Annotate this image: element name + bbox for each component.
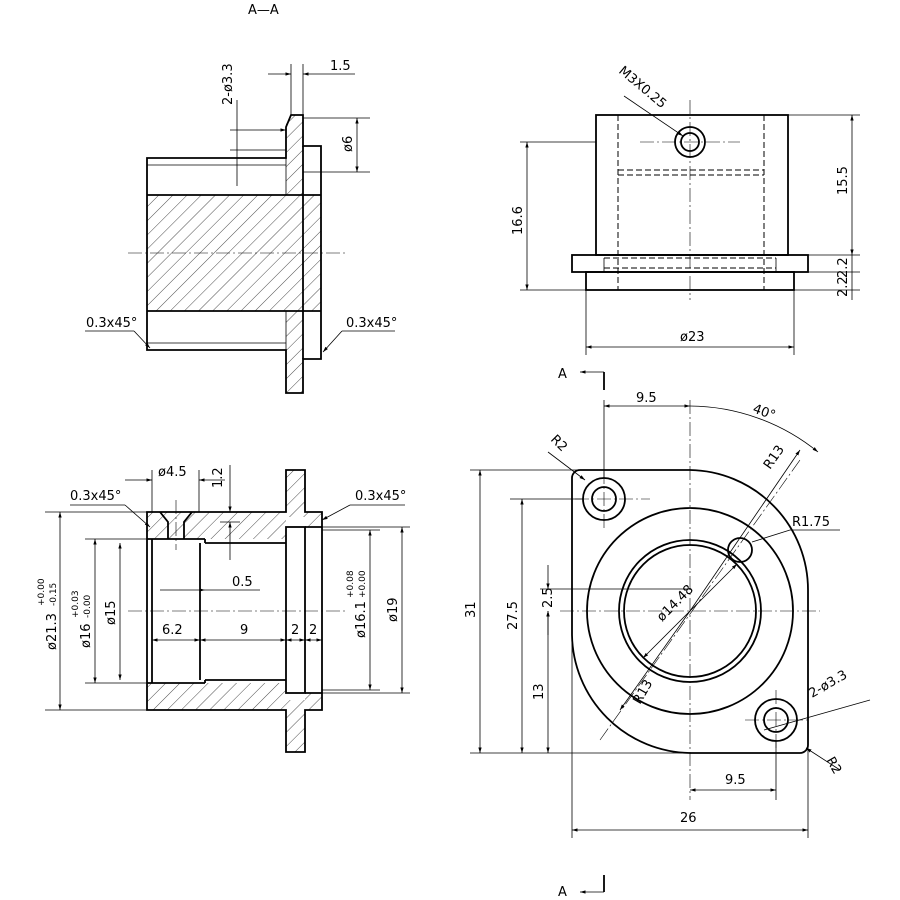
r175-label: R1.75	[792, 515, 830, 530]
len1-label: 6.2	[162, 623, 183, 638]
d-outer-tol-up: +0.00	[37, 578, 47, 606]
r13-top-label: R13	[761, 443, 788, 473]
w26-label: 26	[680, 811, 697, 826]
chamfer-right-label-2: 0.3x45°	[355, 489, 406, 504]
flange-t2-label: 2.2	[836, 276, 851, 297]
holes-dim-label: 2-ø3.3	[221, 63, 236, 105]
len3-label: 2	[291, 623, 299, 638]
chamfer-left-label: 0.3x45°	[86, 316, 137, 331]
hatch-boss-bottom	[305, 693, 322, 710]
holes-label: 2-ø3.3	[807, 668, 851, 702]
flange-t1-label: 2.2	[836, 257, 851, 278]
d-bore-tol-up: +0.03	[71, 590, 81, 618]
hatch-flange-bottom	[286, 700, 305, 752]
flange-dim-label: 1.5	[330, 59, 351, 74]
d-flange-label: ø19	[386, 598, 401, 623]
d-groove-label: ø16.1	[354, 601, 369, 638]
r13-bot-label: R13	[630, 677, 656, 707]
dia6-label: ø6	[341, 136, 356, 152]
d-outer-tol-lo: -0.15	[49, 583, 59, 606]
hatch-flange-top	[286, 470, 305, 517]
section-marker-top-label: A	[558, 367, 567, 382]
top-right-view: M3X0.25 16.6 15.5 2.2 2.2 ø23	[511, 64, 860, 355]
len2-label: 9	[240, 623, 248, 638]
h31-label: 31	[464, 601, 479, 618]
h275-label: 27.5	[506, 601, 521, 630]
d-bore-tol-lo: -0.00	[83, 594, 93, 618]
len4-label: 2	[309, 623, 317, 638]
hatch-boss-top	[305, 512, 322, 527]
section-marker-bottom-label: A	[558, 885, 567, 900]
height-total-label: 16.6	[511, 206, 526, 235]
chamfer-left-label-2: 0.3x45°	[70, 489, 121, 504]
step-label: 0.5	[232, 575, 253, 590]
d-groove-tol-lo: +0.00	[358, 570, 368, 598]
r2-bot-label: R2	[823, 755, 845, 777]
dx-top-label: 9.5	[636, 391, 657, 406]
hatch-bottom-wall	[147, 683, 286, 710]
thread-label: M3X0.25	[615, 64, 669, 112]
d-groove-tol-up: +0.08	[346, 570, 356, 598]
section-marker-top: A	[558, 367, 605, 390]
d-bore-label: ø16	[79, 624, 94, 649]
chamfer-right-label: 0.3x45°	[346, 316, 397, 331]
hatched-flange-bottom	[286, 311, 303, 393]
depth-label: 1.2	[211, 467, 226, 488]
angle-label: 40°	[751, 402, 778, 424]
d25-label: 2.5	[541, 587, 556, 608]
hatched-flange-top	[286, 115, 303, 195]
hatch-top-wall	[147, 512, 286, 539]
d-outer-label: ø21.3	[45, 613, 60, 650]
d-inner-label: ø15	[104, 601, 119, 626]
top-left-view: 2-ø3.3 1.5 ø6 0.3x45° 0.3x45°	[85, 59, 397, 394]
bottom-right-view: 9.5 40° R2 R13 R1.75 31 27.5 2.5 13 ø14.…	[464, 391, 871, 838]
section-marker-bottom: A	[558, 875, 605, 900]
section-label: A—A	[248, 3, 279, 18]
height-body-label: 15.5	[836, 166, 851, 195]
width-label: ø23	[680, 330, 705, 345]
dx-bot-label: 9.5	[725, 773, 746, 788]
hole-dia-label: ø4.5	[158, 465, 187, 480]
r2-top-label: R2	[547, 432, 570, 455]
d13-label: 13	[532, 683, 547, 700]
bottom-left-view: ø4.5 1.2 0.3x45° 0.3x45° 0.5 6.2 9 2 2 ø…	[37, 465, 410, 753]
